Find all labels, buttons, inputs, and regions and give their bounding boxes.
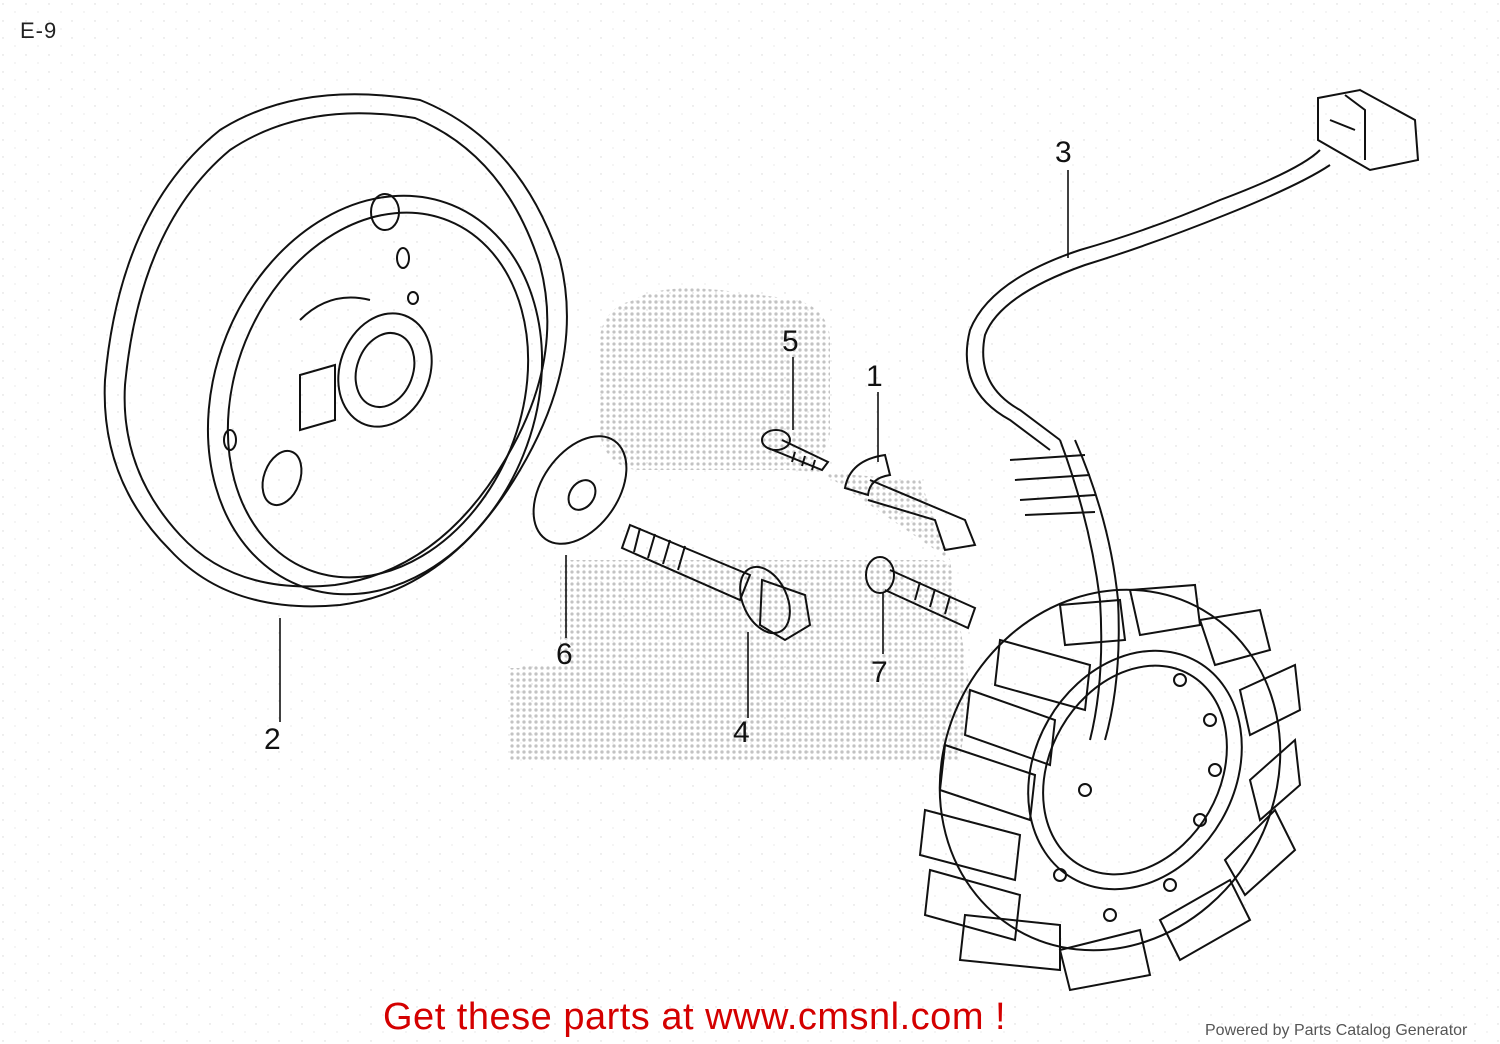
washer-part[interactable]	[514, 419, 645, 561]
callout-5[interactable]: 5	[782, 325, 799, 358]
callout-6[interactable]: 6	[556, 638, 573, 671]
callout-4[interactable]: 4	[733, 716, 750, 749]
callout-2[interactable]: 2	[264, 723, 281, 756]
callout-3[interactable]: 3	[1055, 136, 1072, 169]
leader-lines	[279, 170, 1069, 722]
cord-clamp-part[interactable]	[843, 453, 977, 552]
callout-1[interactable]: 1	[866, 360, 883, 393]
page-code-label: E-9	[20, 18, 58, 43]
callout-7[interactable]: 7	[871, 656, 888, 689]
screw-part[interactable]	[865, 556, 977, 630]
flywheel-rotor-part[interactable]	[103, 93, 600, 645]
promo-link[interactable]: Get these parts at www.cmsnl.com !	[383, 996, 1007, 1038]
flange-bolt-part[interactable]	[620, 523, 812, 642]
watermark-logo	[510, 288, 970, 760]
powered-by-text: Powered by Parts Catalog Generator	[1205, 1022, 1468, 1039]
stator-coil-part[interactable]	[875, 88, 1420, 1013]
small-bolt-part[interactable]	[761, 429, 830, 472]
